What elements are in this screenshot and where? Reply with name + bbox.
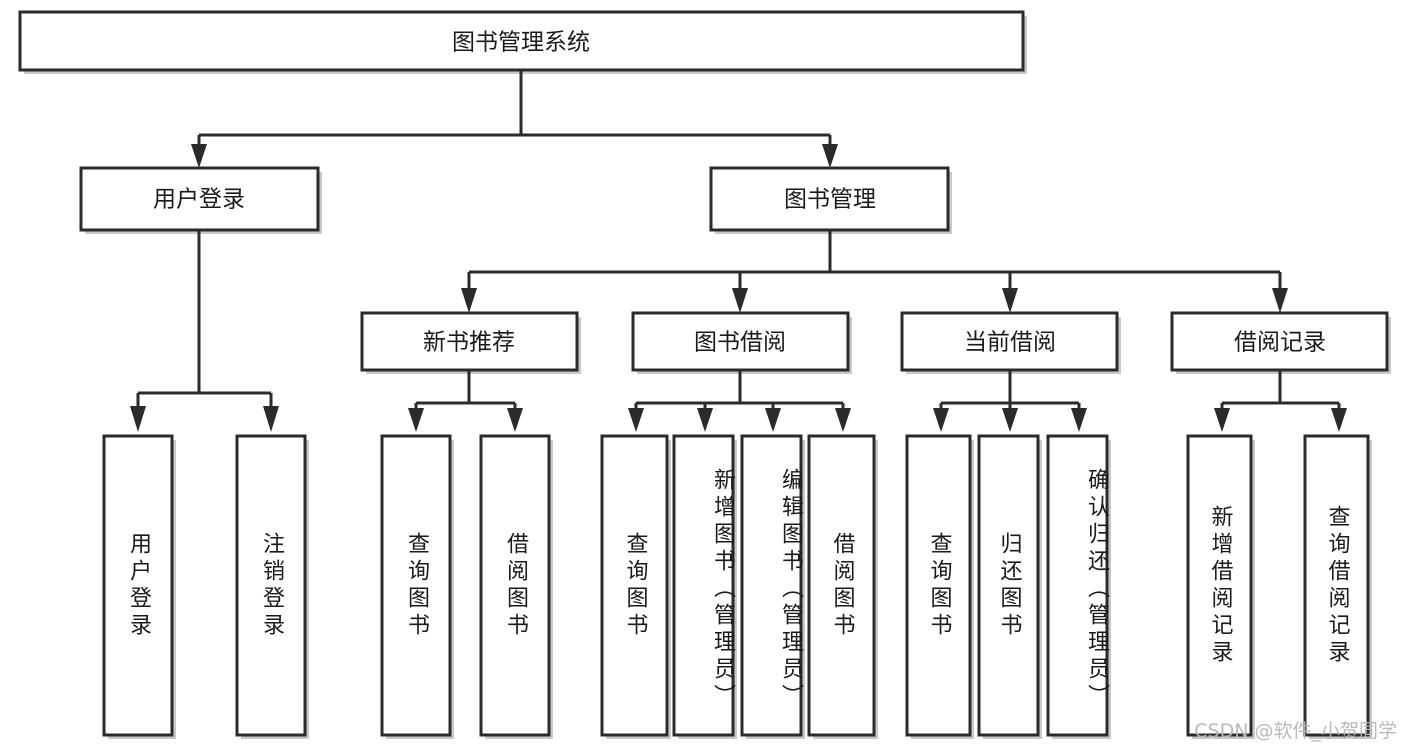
node-borrow-record[interactable]: 借阅记录 [1170,311,1391,374]
csdn-watermark: CSDN @软件_小贺同学 [1194,720,1397,742]
leaf-box-current-confirm-return[interactable] [1046,434,1111,739]
leaf-box-user-login-login[interactable] [102,434,176,739]
connector-new-book-recommend-to-leaves [408,370,523,432]
leaf-box-borrow-edit[interactable] [740,434,805,739]
node-book-borrow-label: 图书借阅 [694,330,786,356]
node-root-label: 图书管理系统 [452,30,590,56]
node-new-book-recommend-label: 新书推荐 [423,330,515,356]
node-book-management[interactable]: 图书管理 [709,166,952,234]
connector-root-to-level2 [191,70,838,168]
node-user-login[interactable]: 用户登录 [79,166,322,234]
node-borrow-record-label: 借阅记录 [1234,330,1326,356]
connector-user-login-to-leaves [130,230,279,432]
leaf-box-record-query[interactable] [1303,434,1372,739]
node-current-borrow[interactable]: 当前借阅 [900,311,1121,374]
node-root[interactable]: 图书管理系统 [18,10,1027,74]
leaf-box-borrow-query[interactable] [600,434,671,739]
leaf-box-current-return[interactable] [977,434,1042,739]
connector-borrow-record-to-leaves [1214,370,1347,432]
connector-book-borrow-to-leaves [628,370,851,432]
node-user-login-label: 用户登录 [153,187,245,213]
leaf-box-borrow-add[interactable] [672,434,737,739]
node-new-book-recommend[interactable]: 新书推荐 [360,311,581,374]
connector-current-borrow-to-leaves [933,370,1087,432]
leaf-box-current-query[interactable] [905,434,974,739]
node-book-management-label: 图书管理 [784,187,876,213]
connector-book-management-to-level3 [461,230,1288,313]
leaf-box-user-login-logout[interactable] [235,434,309,739]
leaf-box-borrow-lend[interactable] [807,434,878,739]
leaf-box-record-add[interactable] [1186,434,1255,739]
node-book-borrow[interactable]: 图书借阅 [631,311,852,374]
leaf-box-new-book-query[interactable] [380,434,454,739]
leaf-box-new-book-borrow[interactable] [479,434,553,739]
node-current-borrow-label: 当前借阅 [964,330,1056,356]
